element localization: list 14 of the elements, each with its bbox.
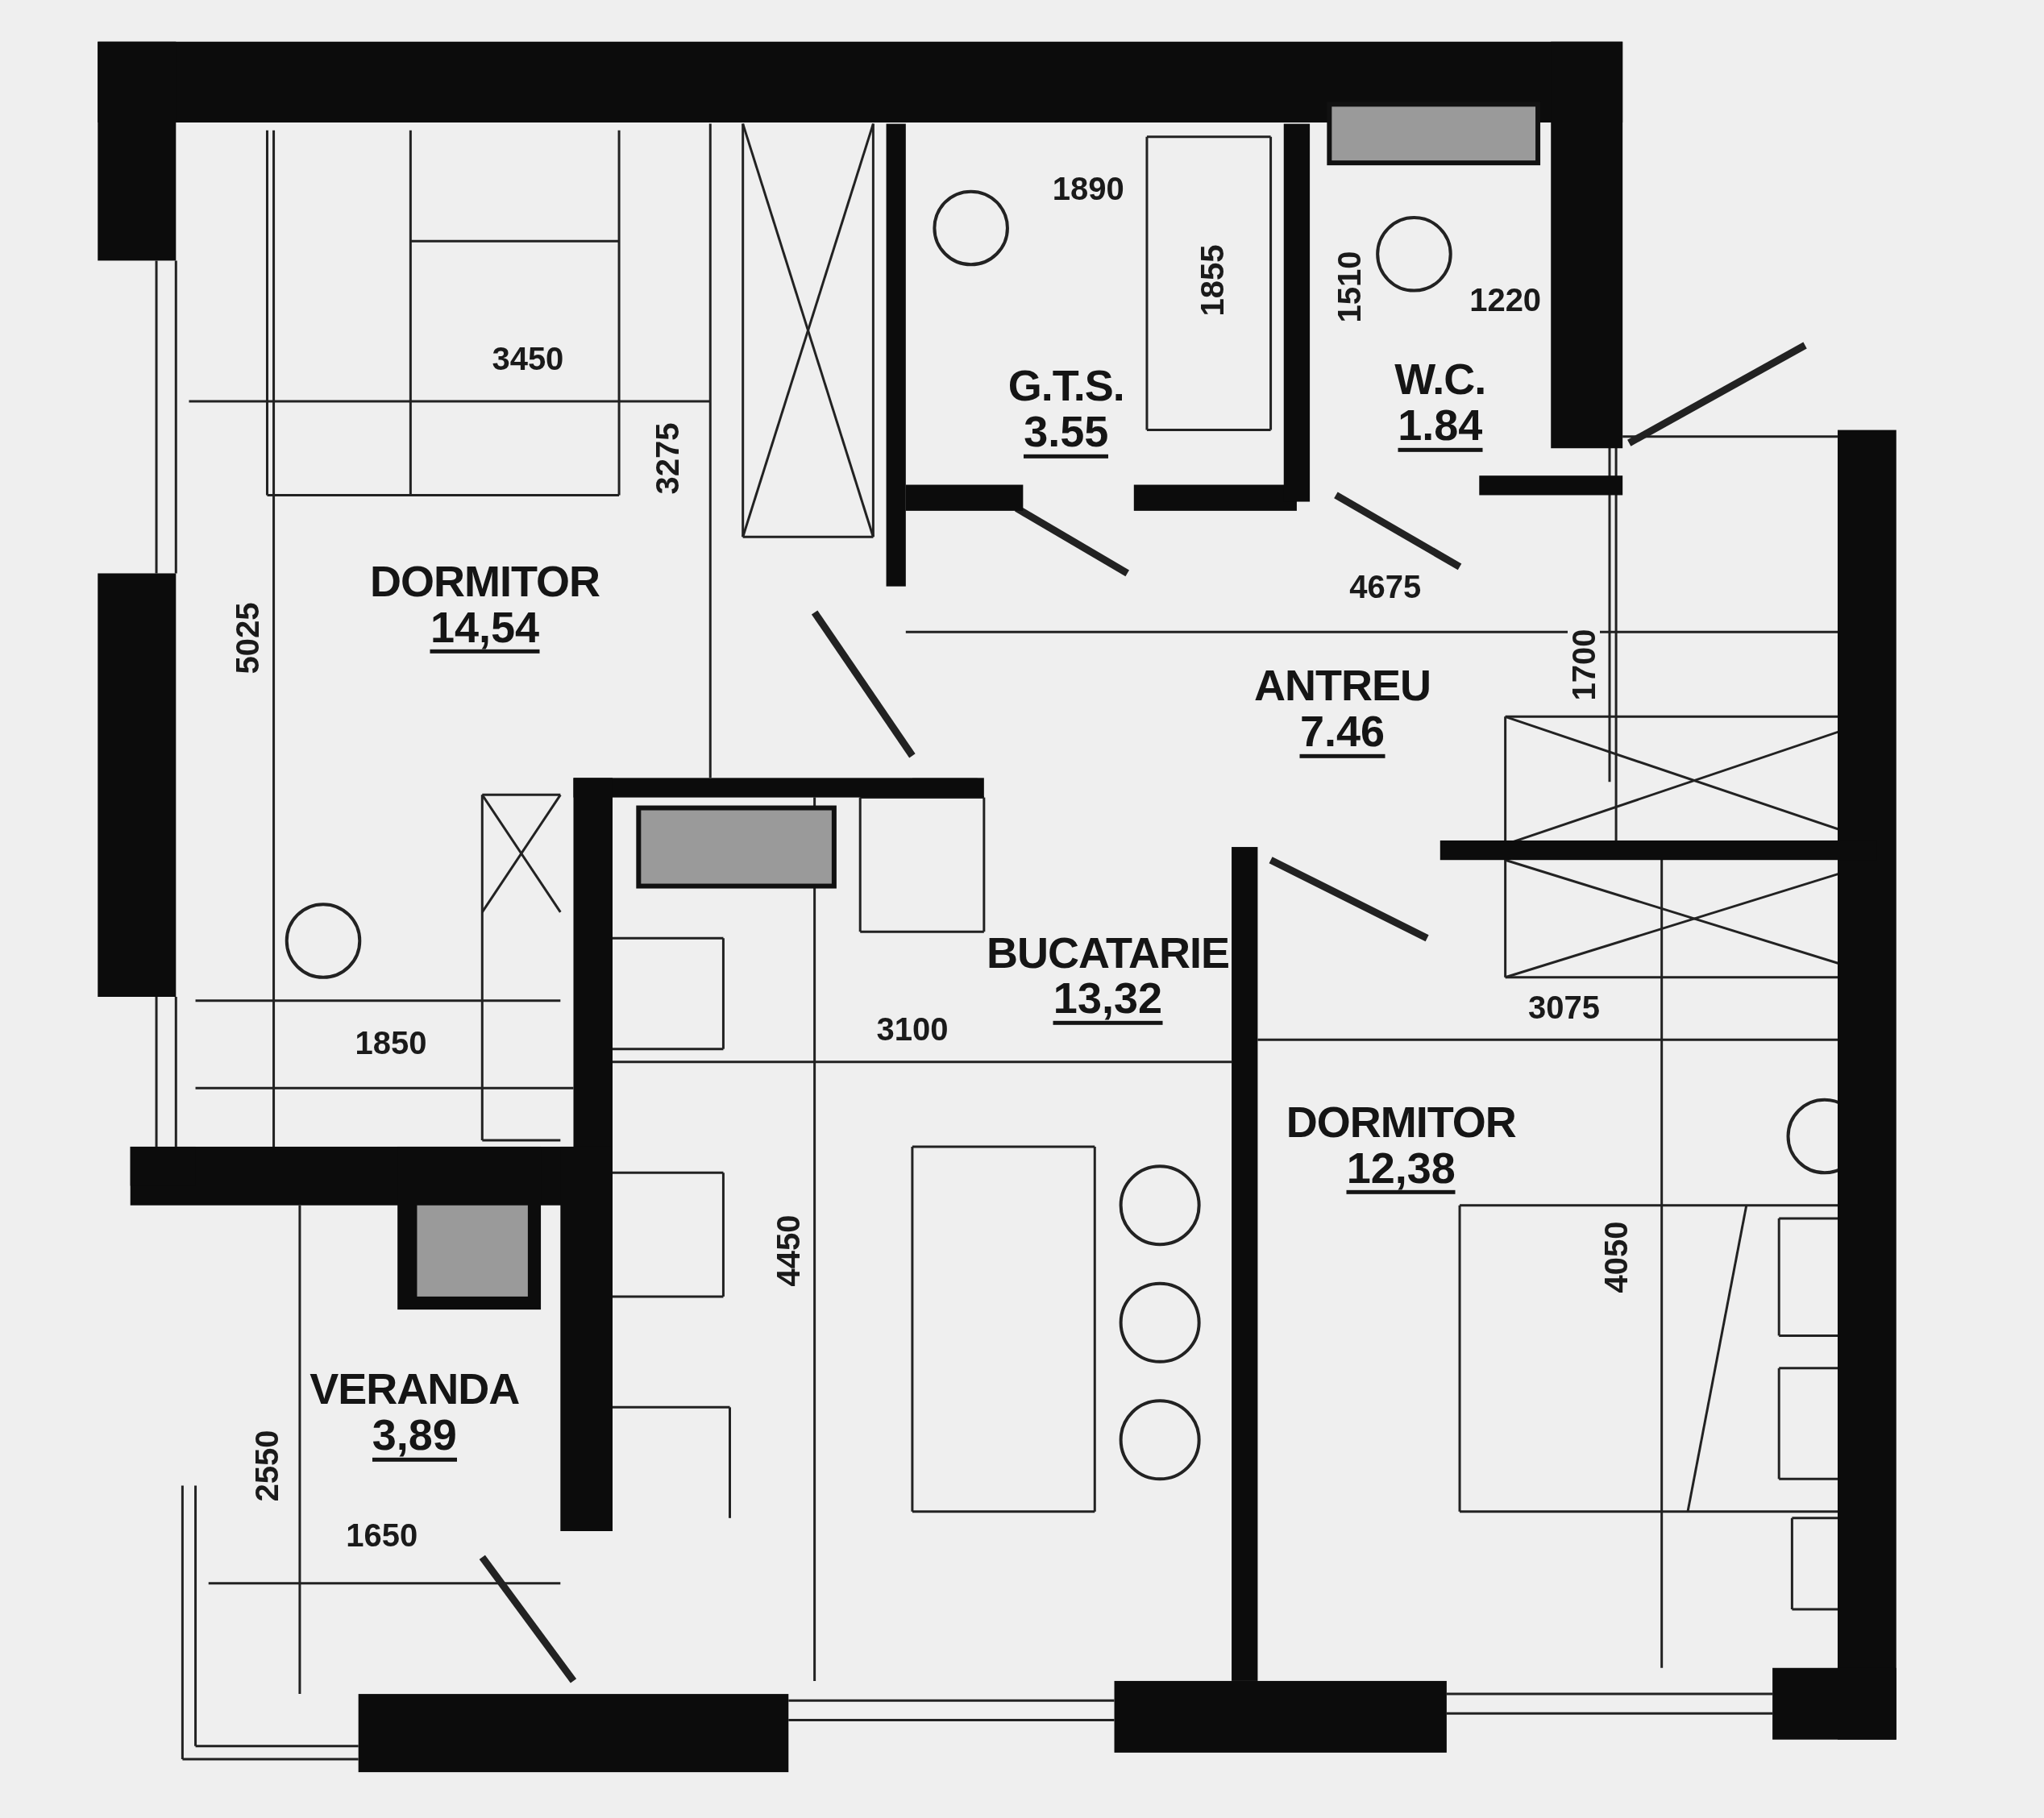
room-name: VERANDA (310, 1366, 520, 1412)
room-area: 3,89 (372, 1411, 457, 1462)
room-area: 13,32 (1053, 975, 1162, 1025)
room-name: G.T.S. (1007, 363, 1124, 409)
room-name: W.C. (1394, 356, 1486, 402)
room-name: ANTREU (1254, 662, 1431, 708)
room-area: 14,54 (430, 604, 540, 654)
room-name: BUCATARIE (986, 929, 1229, 976)
room-area: 7.46 (1299, 708, 1386, 758)
room-name: DORMITOR (1286, 1098, 1516, 1145)
room-area: 3.55 (1024, 408, 1109, 459)
room-area: 12,38 (1346, 1144, 1456, 1195)
room-area: 1.84 (1398, 401, 1483, 452)
room-name: DORMITOR (370, 558, 600, 604)
